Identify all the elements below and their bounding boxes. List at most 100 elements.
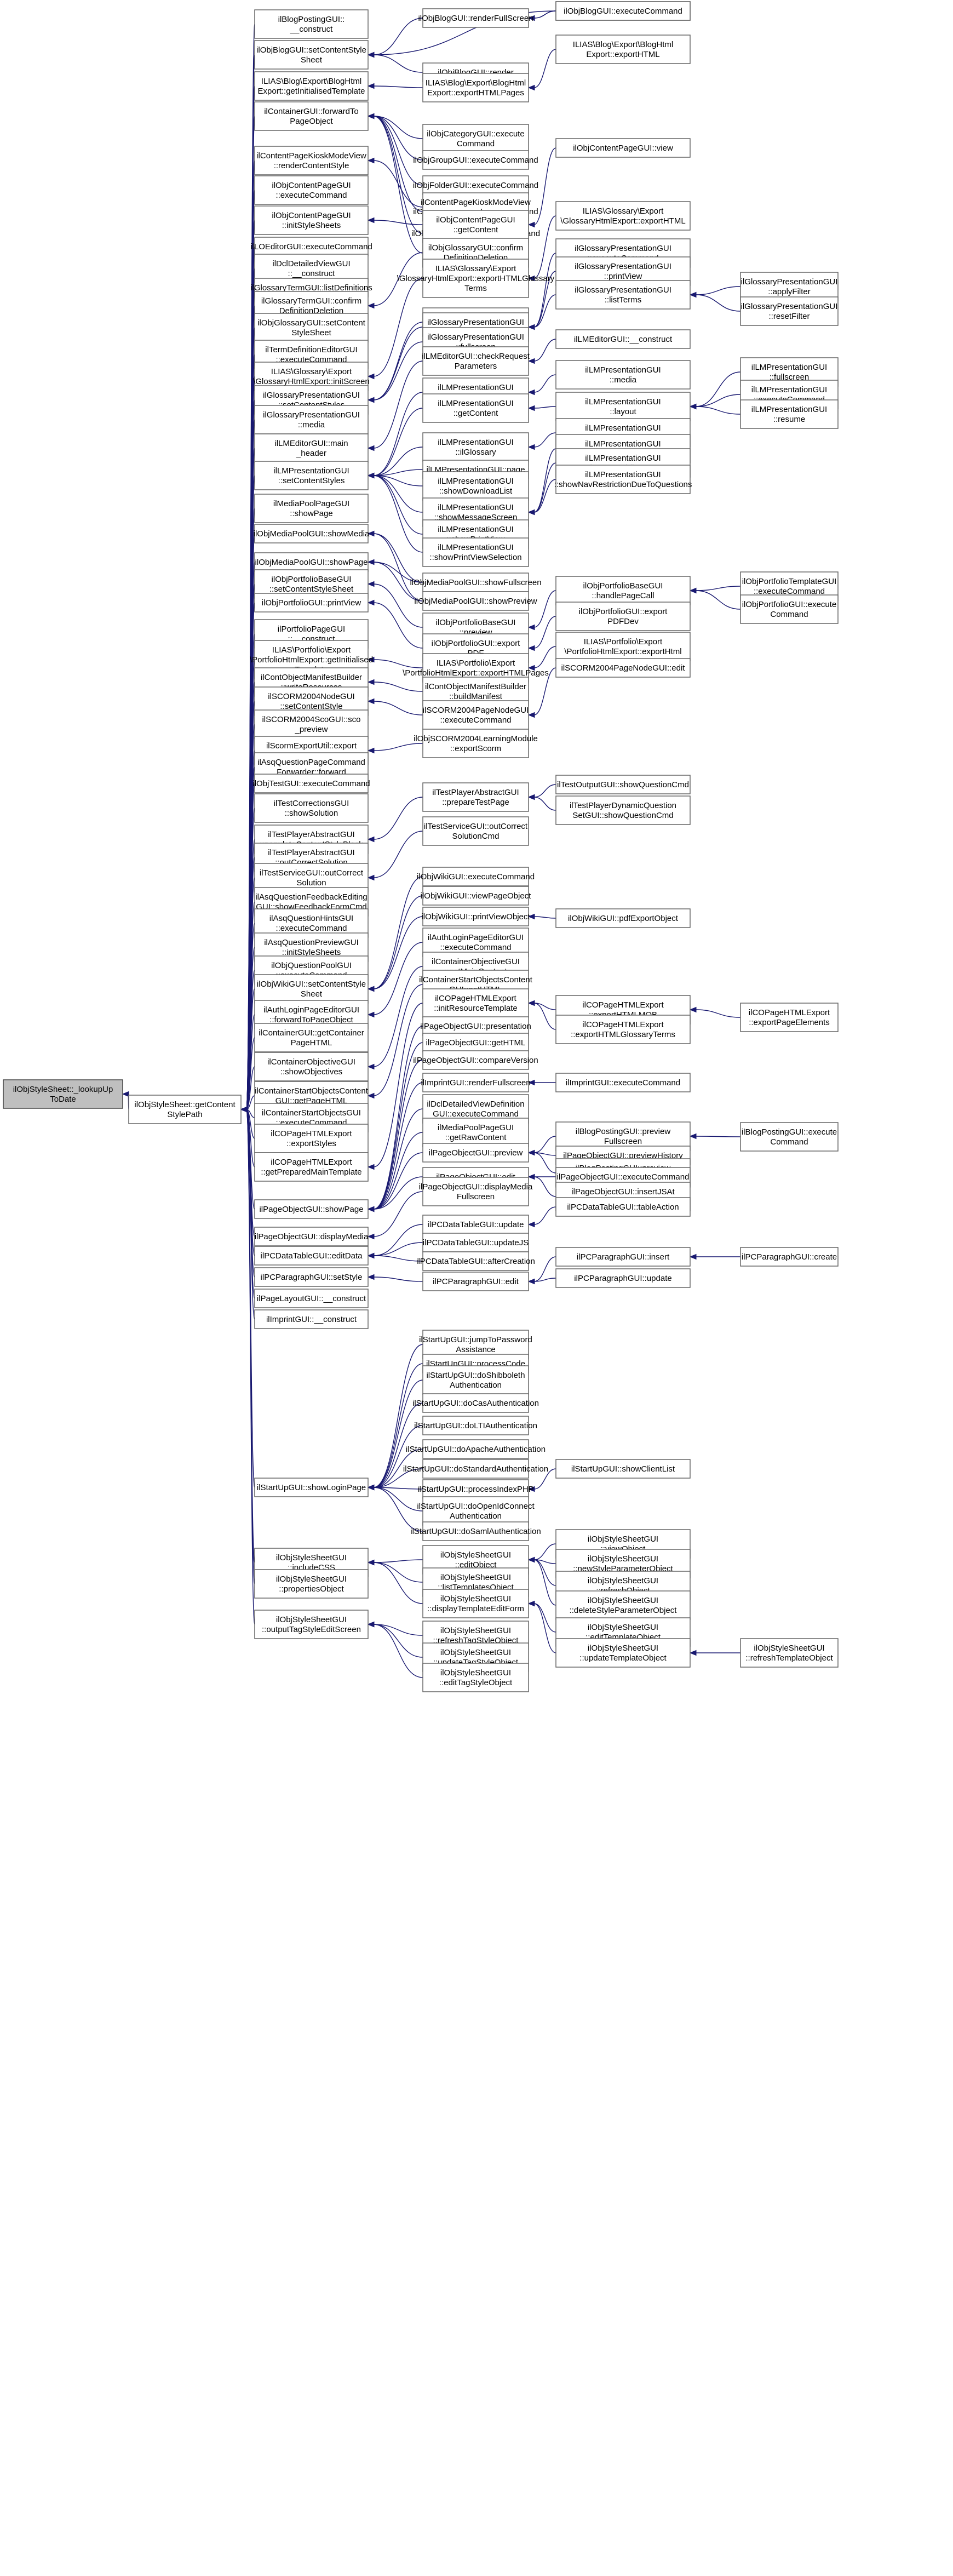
graph-node-c1[interactable]: ilBlogPostingGUI::__construct (254, 9, 369, 39)
graph-node-c48[interactable]: ilPageObjectGUI::showPage (254, 1199, 369, 1219)
graph-node-e25[interactable]: ilImprintGUI::executeCommand (555, 1073, 691, 1092)
graph-node-d48[interactable]: ilMediaPoolPageGUI::getRawContent (422, 1118, 529, 1147)
graph-node-d13[interactable]: ILIAS\Glossary\Export\GlossaryHtmlExport… (397, 259, 555, 298)
graph-node-e20[interactable]: ilTestOutputGUI::showQuestionCmd (555, 775, 691, 794)
graph-node-c2[interactable]: ilObjBlogGUI::setContentStyleSheet (254, 40, 369, 70)
graph-node-d26[interactable]: ilObjMediaPoolGUI::showFullscreen (410, 573, 542, 592)
graph-node-d34[interactable]: ilTestPlayerAbstractGUI::prepareTestPage (422, 782, 529, 812)
graph-node-c23[interactable]: ilObjPortfolioGUI::printView (254, 593, 369, 612)
graph-node-c18[interactable]: ilLMPresentationGUI::setContentStyles (254, 461, 369, 490)
graph-node-f2[interactable]: ilGlossaryPresentationGUI::resetFilter (740, 296, 839, 326)
graph-node-d25[interactable]: ilLMPresentationGUI::showPrintViewSelect… (422, 537, 529, 567)
graph-node-d37[interactable]: ilObjWikiGUI::viewPageObject (421, 886, 532, 906)
graph-node-e38[interactable]: ilObjStyleSheetGUI::deleteStyleParameter… (555, 1590, 691, 1620)
graph-node-c49[interactable]: ilPageObjectGUI::displayMedia (254, 1227, 369, 1246)
graph-node-f11[interactable]: ilObjStyleSheetGUI::refreshTemplateObjec… (740, 1638, 839, 1668)
graph-node-d43[interactable]: ilPageObjectGUI::presentation (420, 1016, 531, 1036)
graph-node-d71[interactable]: ilObjStyleSheetGUI::editTagStyleObject (422, 1663, 529, 1692)
graph-node-d4[interactable]: ilObjCategoryGUI::executeCommand (422, 124, 529, 153)
graph-node-d5[interactable]: ilObjGroupGUI::executeCommand (413, 150, 538, 170)
graph-node-f7[interactable]: ilObjPortfolioGUI::executeCommand (740, 594, 839, 624)
graph-node-d62[interactable]: ilStartUpGUI::doStandardAuthentication (403, 1459, 548, 1479)
graph-node-d6[interactable]: ilObjFolderGUI::executeCommand (413, 175, 538, 195)
graph-node-e19[interactable]: ilSCORM2004PageNodeGUI::edit (555, 658, 691, 678)
graph-node-c20[interactable]: ilObjMediaPoolGUI::showMedia (254, 524, 370, 543)
graph-node-c54[interactable]: ilStartUpGUI::showLoginPage (254, 1478, 369, 1497)
graph-node-e5[interactable]: ILIAS\Glossary\Export\GlossaryHtmlExport… (555, 201, 691, 231)
graph-node-e15[interactable]: ilLMPresentationGUI::showNavRestrictionD… (554, 465, 692, 494)
graph-node-c40[interactable]: ilObjWikiGUI::setContentStyleSheet (254, 974, 369, 1004)
graph-node-d19[interactable]: ilLMPresentationGUI::getContent (422, 393, 529, 423)
graph-node-d3[interactable]: ILIAS\Blog\Export\BlogHtmlExport::export… (422, 73, 529, 102)
graph-node-e22[interactable]: ilObjWikiGUI::pdfExportObject (555, 908, 691, 928)
graph-node-e31[interactable]: ilPCDataTableGUI::tableAction (555, 1197, 691, 1217)
graph-node-d38[interactable]: ilObjWikiGUI::printViewObject (421, 907, 530, 926)
graph-node-d68[interactable]: ilObjStyleSheetGUI::displayTemplateEditF… (422, 1589, 529, 1618)
graph-node-e21[interactable]: ilTestPlayerDynamicQuestionSetGUI::showQ… (555, 795, 691, 825)
graph-node-e33[interactable]: ilPCParagraphGUI::update (555, 1268, 691, 1288)
graph-node-f10[interactable]: ilPCParagraphGUI::create (740, 1247, 839, 1267)
graph-node-d22[interactable]: ilLMPresentationGUI::showDownloadList (422, 471, 529, 501)
graph-node-f9[interactable]: ilBlogPostingGUI::executeCommand (740, 1122, 839, 1152)
graph-node-f5[interactable]: ilLMPresentationGUI::resume (740, 399, 839, 429)
graph-node-e8[interactable]: ilGlossaryPresentationGUI::listTerms (555, 280, 691, 310)
graph-node-c46[interactable]: ilCOPageHTMLExport::exportStyles (254, 1124, 369, 1153)
graph-node-e24[interactable]: ilCOPageHTMLExport::exportHTMLGlossaryTe… (555, 1015, 691, 1044)
graph-node-e34[interactable]: ilStartUpGUI::showClientList (555, 1459, 691, 1479)
graph-node-c57[interactable]: ilObjStyleSheetGUI::outputTagStyleEditSc… (254, 1610, 369, 1639)
graph-node-c12[interactable]: ilObjGlossaryGUI::setContentStyleSheet (254, 313, 369, 342)
graph-node-d44[interactable]: ilPageObjectGUI::getHTML (422, 1033, 529, 1052)
graph-node-c52[interactable]: ilPageLayoutGUI::__construct (254, 1289, 369, 1308)
graph-node-c6[interactable]: ilObjContentPageGUI::executeCommand (254, 175, 369, 205)
graph-node-d63[interactable]: ilStartUpGUI::processIndexPHP (417, 1479, 534, 1499)
graph-node-c3[interactable]: ILIAS\Blog\Export\BlogHtmlExport::getIni… (254, 71, 369, 101)
graph-node-d61[interactable]: ilStartUpGUI::doApacheAuthentication (406, 1439, 546, 1459)
graph-node-c31[interactable]: ilObjTestGUI::executeCommand (252, 774, 370, 793)
graph-node-d27[interactable]: ilObjMediaPoolGUI::showPreview (414, 591, 537, 611)
graph-node-e18[interactable]: ILIAS\Portfolio\Export\PortfolioHtmlExpo… (555, 632, 691, 661)
graph-node-d20[interactable]: ilLMPresentationGUI::ilGlossary (422, 432, 529, 462)
graph-node-e32[interactable]: ilPCParagraphGUI::insert (555, 1247, 691, 1267)
graph-node-d54[interactable]: ilPCDataTableGUI::afterCreation (416, 1251, 535, 1271)
graph-node-d11[interactable]: ilObjContentPageGUI::getContent (422, 210, 529, 239)
graph-node-c7[interactable]: ilObjContentPageGUI::initStyleSheets (254, 205, 369, 235)
graph-node-d60[interactable]: ilStartUpGUI::doLTIAuthentication (414, 1416, 537, 1435)
graph-node-c19[interactable]: ilMediaPoolPageGUI::showPage (254, 494, 369, 523)
graph-node-d52[interactable]: ilPCDataTableGUI::update (422, 1215, 529, 1234)
graph-node-e16[interactable]: ilObjPortfolioBaseGUI::handlePageCall (555, 576, 691, 605)
graph-node-e2[interactable]: ilObjBlogGUI::executeCommand (555, 1, 691, 21)
graph-node-e4[interactable]: ilObjContentPageGUI::view (555, 138, 691, 158)
graph-node-c17[interactable]: ilLMEditorGUI::main_header (254, 433, 369, 463)
graph-node-d53[interactable]: ilPCDataTableGUI::updateJS (422, 1233, 529, 1252)
graph-node-c5[interactable]: ilContentPageKioskModeView::renderConten… (254, 146, 369, 175)
graph-node-c8[interactable]: ilLOEditorGUI::executeCommand (250, 237, 372, 256)
graph-node-f1[interactable]: ilGlossaryPresentationGUI::applyFilter (740, 272, 839, 301)
graph-node-c43[interactable]: ilContainerObjectiveGUI::showObjectives (254, 1052, 369, 1081)
graph-node-d42[interactable]: ilCOPageHTMLExport::initResourceTemplate (422, 988, 529, 1018)
graph-node-e11[interactable]: ilLMPresentationGUI::layout (555, 392, 691, 421)
graph-node-d65[interactable]: ilStartUpGUI::doSamlAuthentication (410, 1521, 541, 1541)
graph-node-d46[interactable]: ilImprintGUI::renderFullscreen (421, 1073, 531, 1092)
graph-node-c50[interactable]: ilPCDataTableGUI::editData (254, 1246, 369, 1266)
graph-node-e40[interactable]: ilObjStyleSheetGUI::updateTemplateObject (555, 1638, 691, 1668)
graph-node-c47[interactable]: ilCOPageHTMLExport::getPreparedMainTempl… (254, 1152, 369, 1182)
graph-node-d33[interactable]: ilObjSCORM2004LearningModule::exportScor… (414, 729, 538, 758)
graph-node-d1[interactable]: ilObjBlogGUI::renderFullScreen (418, 8, 533, 28)
graph-node-d36[interactable]: ilObjWikiGUI::executeCommand (417, 867, 535, 886)
graph-node-c21[interactable]: ilObjMediaPoolGUI::showPage (254, 552, 369, 572)
graph-node-e3[interactable]: ILIAS\Blog\Export\BlogHtmlExport::export… (555, 35, 691, 64)
graph-node-c32[interactable]: ilTestCorrectionsGUI::showSolution (254, 793, 369, 823)
graph-node-c53[interactable]: ilImprintGUI::__construct (254, 1309, 369, 1329)
graph-node-f8[interactable]: ilCOPageHTMLExport::exportPageElements (740, 1003, 839, 1032)
graph-node-d49[interactable]: ilPageObjectGUI::preview (422, 1143, 529, 1163)
graph-node-d59[interactable]: ilStartUpGUI::doCasAuthentication (412, 1393, 539, 1413)
graph-node-d55[interactable]: ilPCParagraphGUI::edit (422, 1272, 529, 1291)
graph-node-d45[interactable]: ilPageObjectGUI::compareVersion (413, 1050, 538, 1070)
